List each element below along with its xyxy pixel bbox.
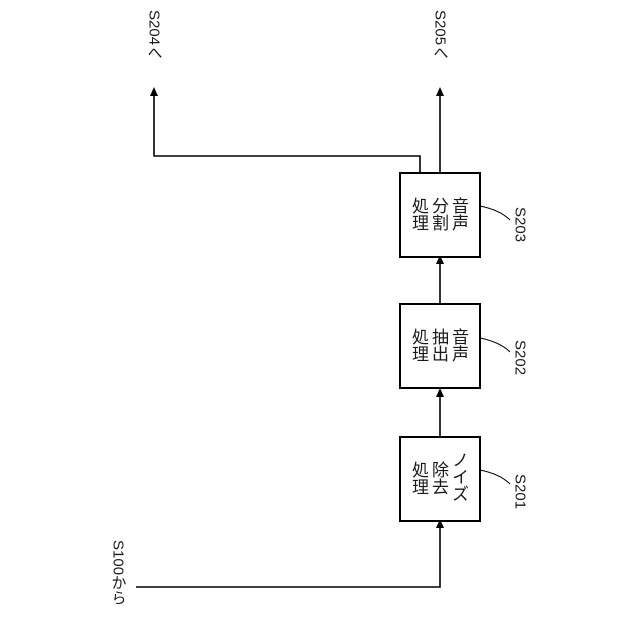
input-label-s100: S100から: [110, 540, 127, 605]
arrowhead-to-s204: [150, 87, 158, 96]
leader-s203: [480, 206, 510, 220]
step-id-s202: S202: [512, 340, 529, 375]
s202-line-3: 処理: [408, 328, 429, 362]
s201-line-1: ノイズ: [448, 451, 468, 502]
connector-s203-s204: [154, 92, 420, 173]
s202-line-2: 抽出: [428, 328, 449, 362]
leader-s202: [480, 338, 510, 352]
output-label-s204: S204へ: [146, 10, 163, 60]
step-text-s203: 音声 分割 処理: [408, 197, 469, 232]
s203-line-2: 分割: [428, 197, 449, 232]
step-id-s203: S203: [512, 207, 529, 242]
output-label-s205: S205へ: [432, 10, 449, 60]
arrowhead-to-s205: [436, 87, 444, 96]
step-text-s202: 音声 抽出 処理: [408, 328, 469, 362]
input-connector: [136, 521, 440, 587]
s202-line-1: 音声: [448, 328, 469, 362]
s203-line-1: 音声: [448, 197, 469, 231]
step-id-s201: S201: [512, 474, 529, 509]
s201-line-3: 処理: [408, 461, 429, 495]
s201-line-2: 除去: [428, 461, 449, 495]
leader-s201: [480, 470, 510, 484]
s203-line-3: 処理: [408, 197, 429, 231]
arrowhead-into-s202: [436, 388, 444, 397]
